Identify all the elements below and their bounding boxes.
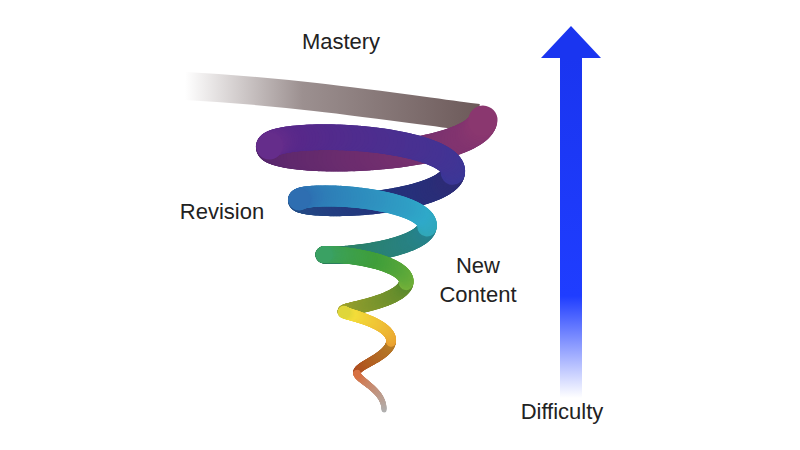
spiral-segment [354, 370, 361, 378]
spiral-tail [185, 86, 478, 118]
spiral-segment [315, 246, 332, 263]
spiral-segment [288, 188, 310, 210]
spiral-segment [338, 306, 350, 318]
spiral-segment [317, 246, 334, 263]
spiral-segment [320, 246, 338, 263]
spiral-segment [354, 372, 361, 380]
spiral-segment [354, 371, 361, 379]
spiral-segment [339, 306, 351, 318]
spiral-segment [343, 308, 355, 320]
spiral-segment [342, 308, 354, 320]
spiral-segment [318, 246, 336, 263]
diagram-label: Mastery [271, 28, 411, 57]
spiral-segment [316, 246, 333, 263]
spiral-segment [288, 188, 310, 210]
spiral-segment [356, 374, 363, 381]
spiral-segment [339, 307, 351, 319]
spiral-segment [315, 246, 332, 263]
spiral-segment [316, 246, 333, 263]
spiral-segment [318, 246, 335, 263]
spiral-segment [344, 308, 356, 320]
spiral-segment [257, 131, 284, 158]
difficulty-arrow-shaft [560, 58, 582, 398]
spiral-segment [315, 246, 332, 263]
spiral-segment [353, 370, 360, 378]
spiral-segment [339, 307, 351, 319]
spiral-segment [338, 306, 350, 318]
spiral-segment [316, 246, 334, 263]
diagram-label: Difficulty [492, 398, 632, 427]
spiral-segment [291, 187, 314, 209]
spiral-segment [468, 120, 497, 122]
difficulty-arrow-head [541, 26, 601, 58]
diagram-label: Revision [162, 198, 282, 227]
spiral-segment [288, 189, 310, 211]
spiral-segment [317, 246, 335, 263]
spiral-segment [340, 307, 352, 319]
spiral-coil [269, 120, 483, 410]
spiral-segment [354, 372, 361, 380]
spiral-segment [355, 373, 362, 380]
spiral-segment [318, 246, 336, 263]
spiral-segment [289, 188, 311, 210]
spiral-segment [340, 307, 352, 319]
spiral-segment [290, 187, 312, 209]
spiral-segment [256, 132, 283, 159]
spiral-segment [355, 373, 362, 380]
spiral-segment [316, 246, 333, 263]
spiral-segment [316, 246, 333, 263]
spiral-segment [319, 246, 337, 263]
spiral-segment [338, 306, 350, 318]
spiral-segment [258, 131, 285, 158]
spiral-segment [342, 308, 354, 320]
spiral-segment [338, 306, 350, 318]
spiral-segment [317, 246, 335, 263]
spiral-segment [338, 306, 350, 318]
spiral-segment [355, 372, 362, 379]
spiral-segment [319, 246, 337, 263]
spiral-segment [354, 371, 361, 379]
spiral-segment [356, 374, 363, 381]
spiral-segment [316, 246, 333, 263]
spiral-segment [316, 246, 334, 263]
spiral-segment [318, 246, 335, 263]
diagram-label: New Content [428, 252, 528, 309]
spiral-segment [356, 373, 363, 380]
spiral-segment [353, 370, 360, 378]
spiral-segment [288, 189, 310, 211]
spiral-segment [289, 188, 311, 210]
spiral-segment [321, 246, 339, 263]
spiral-segment [256, 132, 283, 159]
spiral-segment [341, 307, 353, 319]
spiral-segment [315, 246, 332, 263]
spiral-segment [344, 309, 356, 321]
